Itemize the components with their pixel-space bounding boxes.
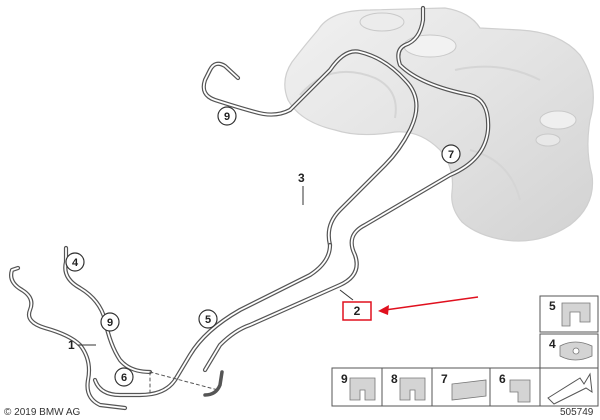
fuel-line-9-upper: [201, 49, 419, 248]
highlight-arrow: [378, 296, 479, 315]
callout-2[interactable]: 2: [339, 289, 372, 321]
callout-9-upper[interactable]: 9: [217, 106, 237, 126]
callout-4[interactable]: 4: [65, 252, 85, 272]
fuel-line-1: [9, 265, 128, 411]
copyright-text: © 2019 BMW AG: [4, 407, 81, 418]
svg-text:8: 8: [391, 372, 398, 386]
svg-text:7: 7: [448, 149, 454, 161]
part-thumb-6[interactable]: 6: [489, 367, 541, 407]
svg-text:4: 4: [72, 257, 79, 269]
callout-1[interactable]: 1: [68, 338, 96, 352]
svg-text:4: 4: [549, 337, 556, 351]
svg-text:6: 6: [499, 372, 506, 386]
fuel-tank: [284, 7, 594, 242]
callout-3[interactable]: 3: [298, 171, 305, 205]
part-thumb-5[interactable]: 5: [539, 295, 599, 333]
svg-text:9: 9: [341, 372, 348, 386]
part-thumb-4[interactable]: 4: [539, 333, 599, 371]
svg-text:7: 7: [441, 372, 448, 386]
dashed-leader: [149, 371, 219, 396]
part-thumb-7[interactable]: 7: [431, 367, 491, 407]
svg-text:1: 1: [68, 338, 75, 352]
callout-6[interactable]: 6: [114, 367, 134, 387]
svg-text:9: 9: [224, 111, 230, 123]
part-thumb-9[interactable]: 9: [331, 367, 383, 407]
svg-text:5: 5: [549, 299, 556, 313]
callout-5[interactable]: 5: [198, 309, 218, 329]
svg-text:3: 3: [298, 171, 305, 185]
callout-2-highlight-box: [342, 301, 372, 321]
diagram-number: 505749: [560, 407, 594, 418]
part-thumb-arrow[interactable]: [539, 367, 599, 407]
callout-9-lower[interactable]: 9: [100, 312, 120, 332]
svg-text:6: 6: [121, 372, 127, 384]
svg-text:2: 2: [354, 304, 361, 318]
svg-text:5: 5: [205, 314, 211, 326]
fuel-line-3: [92, 242, 333, 398]
callout-7[interactable]: 7: [441, 144, 461, 164]
fuel-line-5: [203, 370, 224, 397]
fuel-line-7: [202, 5, 491, 373]
svg-text:9: 9: [107, 317, 113, 329]
part-thumb-8[interactable]: 8: [381, 367, 433, 407]
